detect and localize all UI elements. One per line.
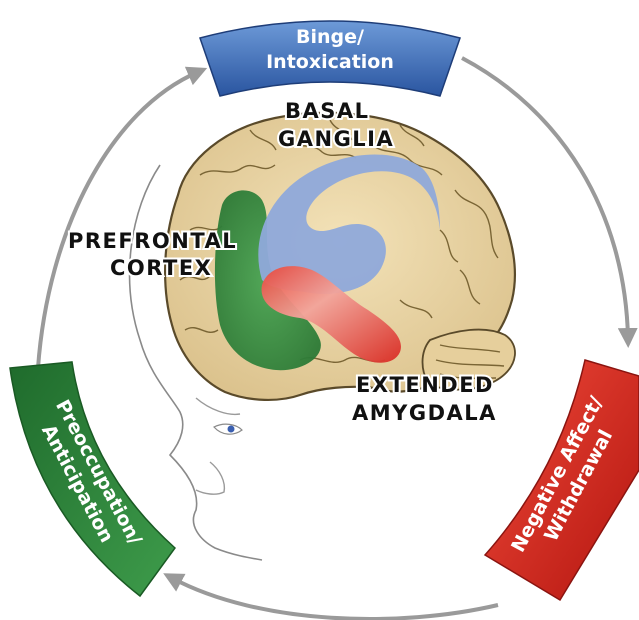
stage-binge-banner: Binge/ Intoxication [200, 21, 460, 96]
amygdala-label-line1: EXTENDED [356, 373, 494, 397]
arrow-withdrawal-to-preoccupation [172, 578, 498, 619]
binge-label-line1: Binge/ [296, 26, 364, 48]
basal-ganglia-label-line1: BASAL [285, 99, 370, 123]
prefrontal-label-line2: CORTEX [110, 256, 212, 280]
eye-icon [228, 426, 235, 433]
basal-ganglia-label-line2: GANGLIA [278, 127, 394, 151]
stage-withdrawal-banner: Negative Affect/ Withdrawal [485, 360, 639, 600]
stage-preoccupation-banner: Preoccupation/ Anticipation [10, 362, 175, 596]
binge-label-line2: Intoxication [266, 51, 394, 73]
prefrontal-label-line1: PREFRONTAL [68, 229, 237, 253]
brain-illustration [165, 113, 515, 400]
amygdala-label-line2: AMYGDALA [352, 401, 497, 425]
